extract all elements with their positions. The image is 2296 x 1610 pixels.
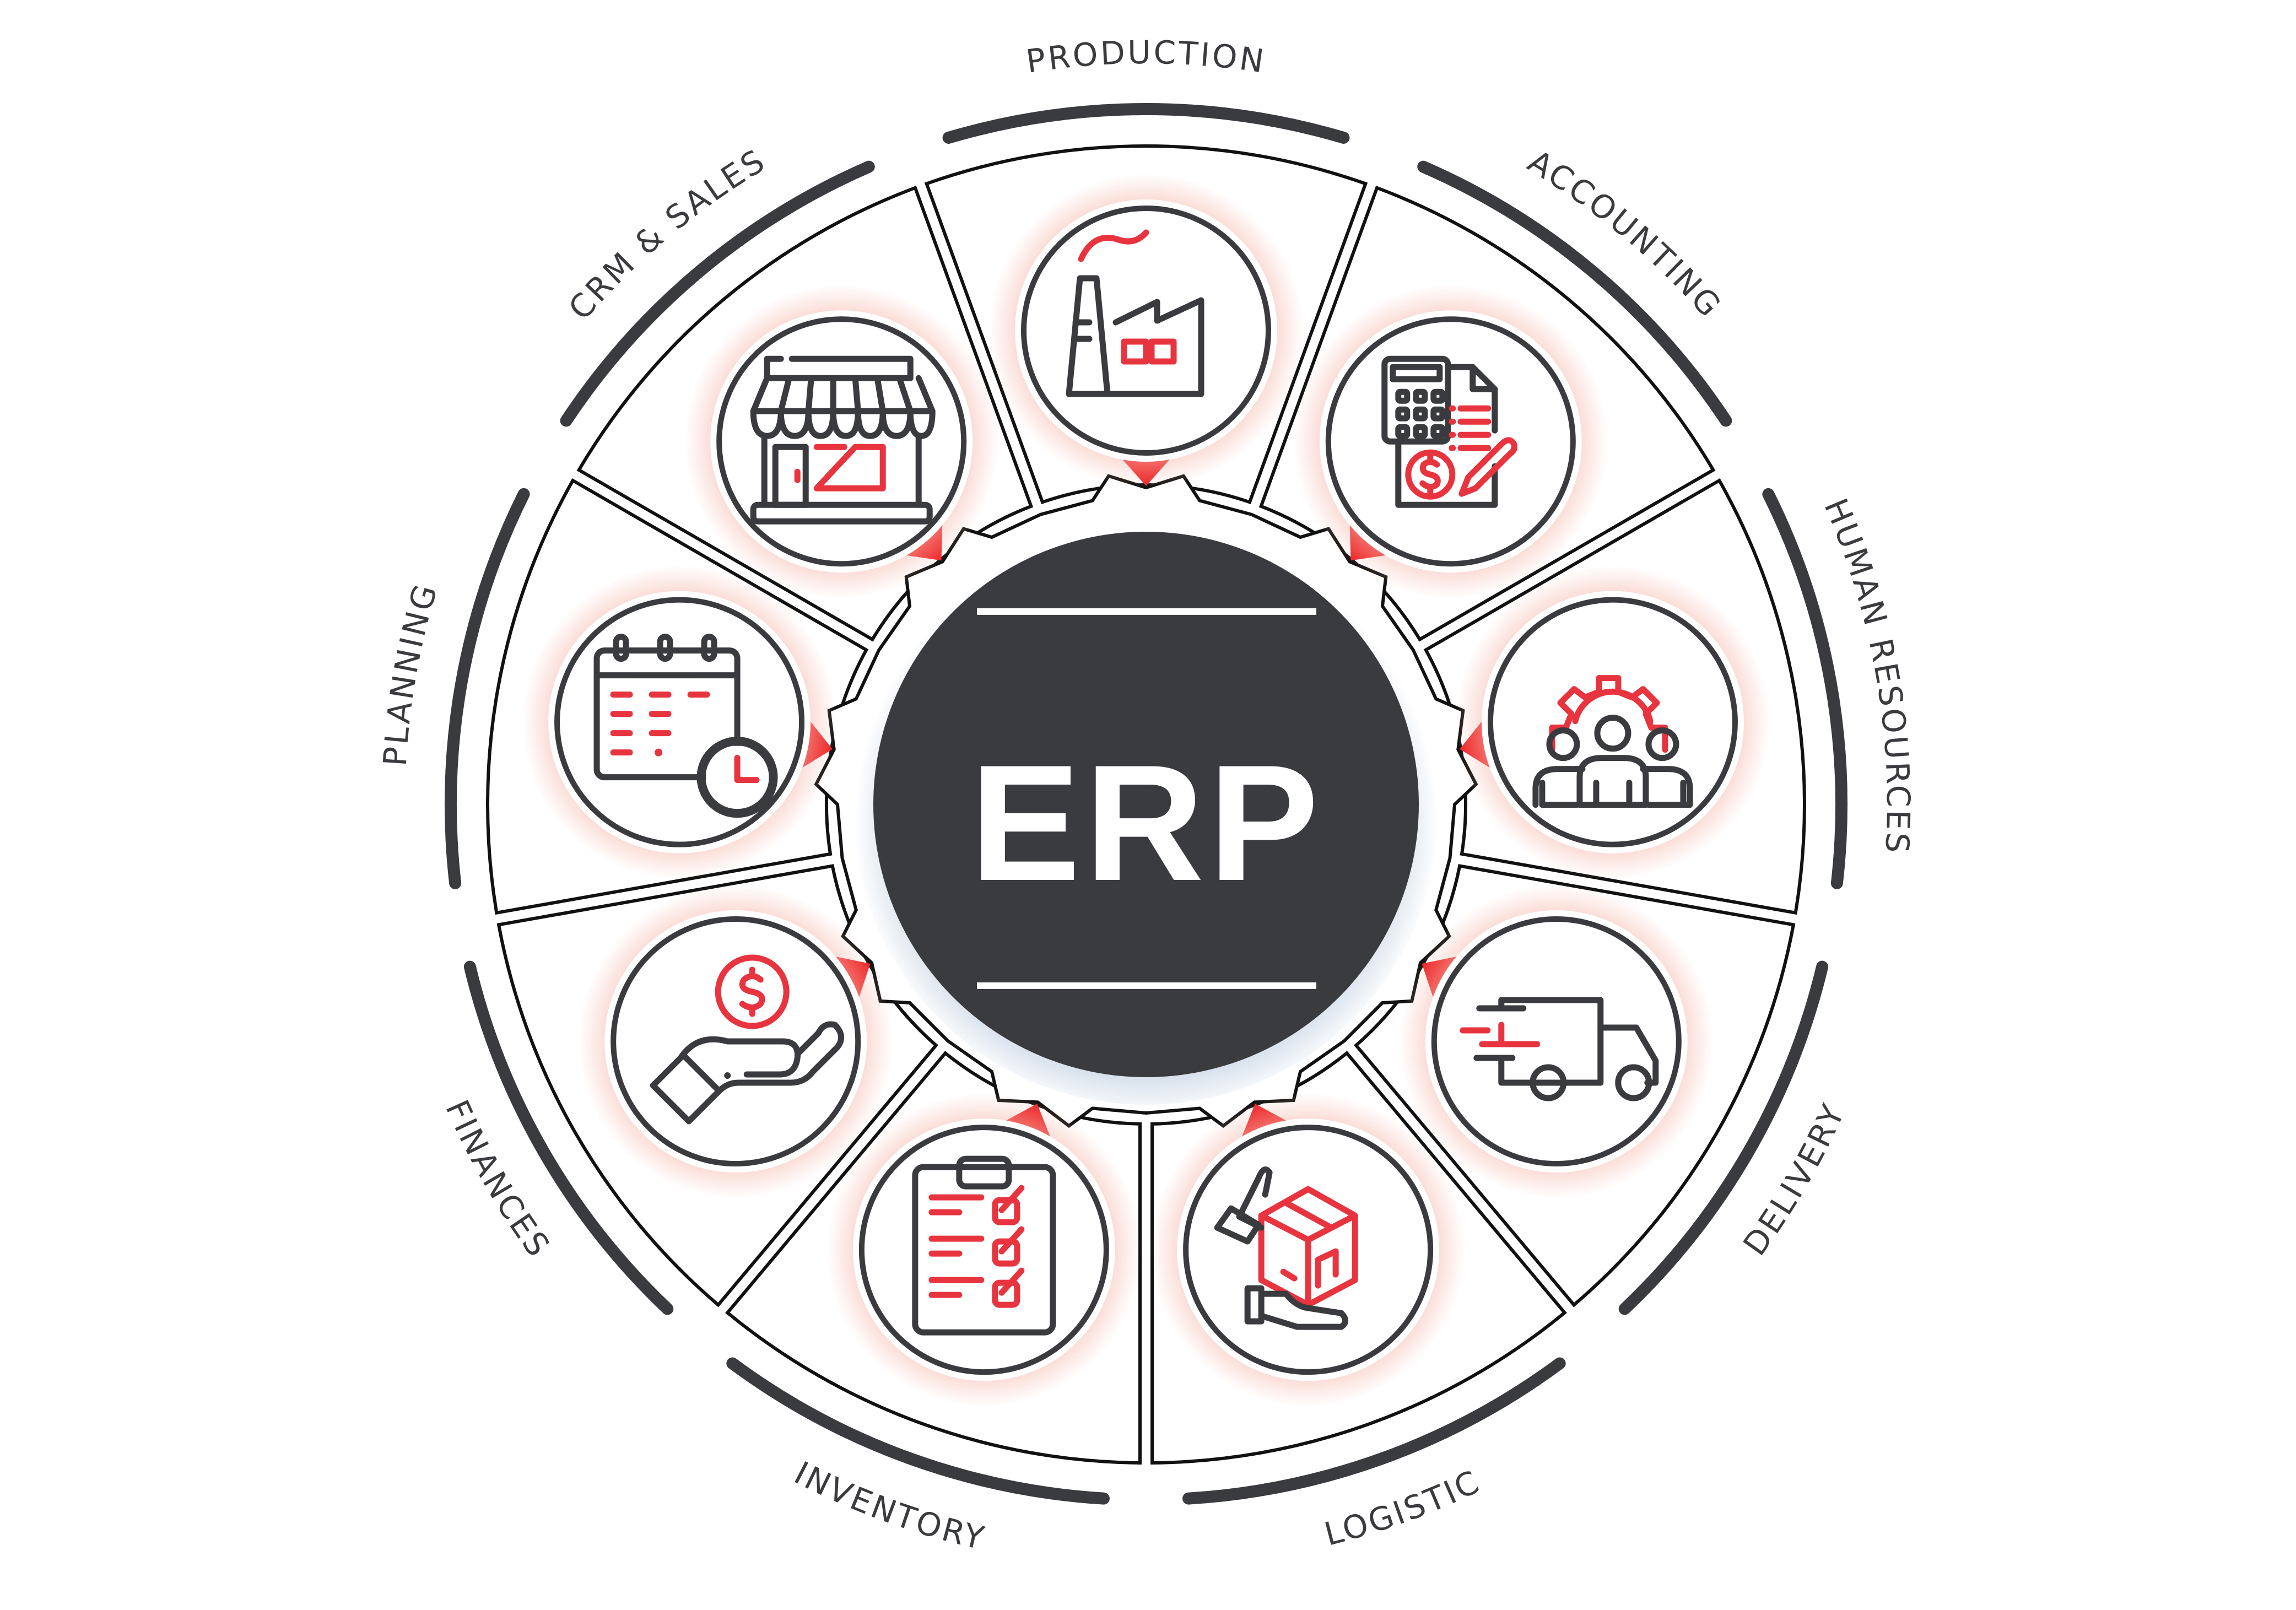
hub-bottom-rule [977,982,1316,989]
module-finances[interactable] [579,884,893,1198]
label-arc-crm-sales [560,160,875,427]
module-delivery[interactable] [1399,884,1714,1198]
hub-top-rule [977,608,1316,615]
label-arc-planning [445,488,530,889]
module-planning[interactable] [522,565,837,879]
label-arc-human-resources [1762,488,1847,889]
module-nodes [522,174,1770,1407]
label-arc-logistic [1182,1357,1566,1505]
package-handover-icon [1214,1166,1358,1330]
label-finances: FINANCES [438,1094,558,1265]
storefront-icon [750,355,936,525]
module-accounting[interactable] [1293,284,1608,599]
hub-title: ERP [970,730,1323,915]
checklist-clipboard-icon [912,1155,1056,1336]
outer-label-arcs [445,103,1847,1505]
label-production: PRODUCTION [1024,34,1268,80]
delivery-truck-icon [1460,997,1659,1101]
hand-coin-icon [650,954,845,1125]
calculator-invoice-icon [1381,355,1517,508]
module-logistic[interactable] [1151,1093,1466,1407]
module-production[interactable] [989,174,1303,488]
label-arc-inventory [726,1357,1110,1505]
label-arc-finances [463,960,674,1315]
label-arc-production [942,103,1350,144]
erp-hub: ERP [854,521,1438,1105]
label-arc-accounting [1417,160,1732,427]
calendar-clock-icon [593,634,778,818]
team-gear-icon [1532,675,1693,808]
label-arc-delivery [1618,960,1829,1315]
label-delivery: DELIVERY [1736,1097,1852,1262]
factory-icon [1066,229,1204,397]
module-human-resources[interactable] [1455,565,1770,879]
module-crm-sales[interactable] [684,284,999,599]
module-inventory[interactable] [826,1093,1141,1407]
label-planning: PLANNING [376,579,445,768]
